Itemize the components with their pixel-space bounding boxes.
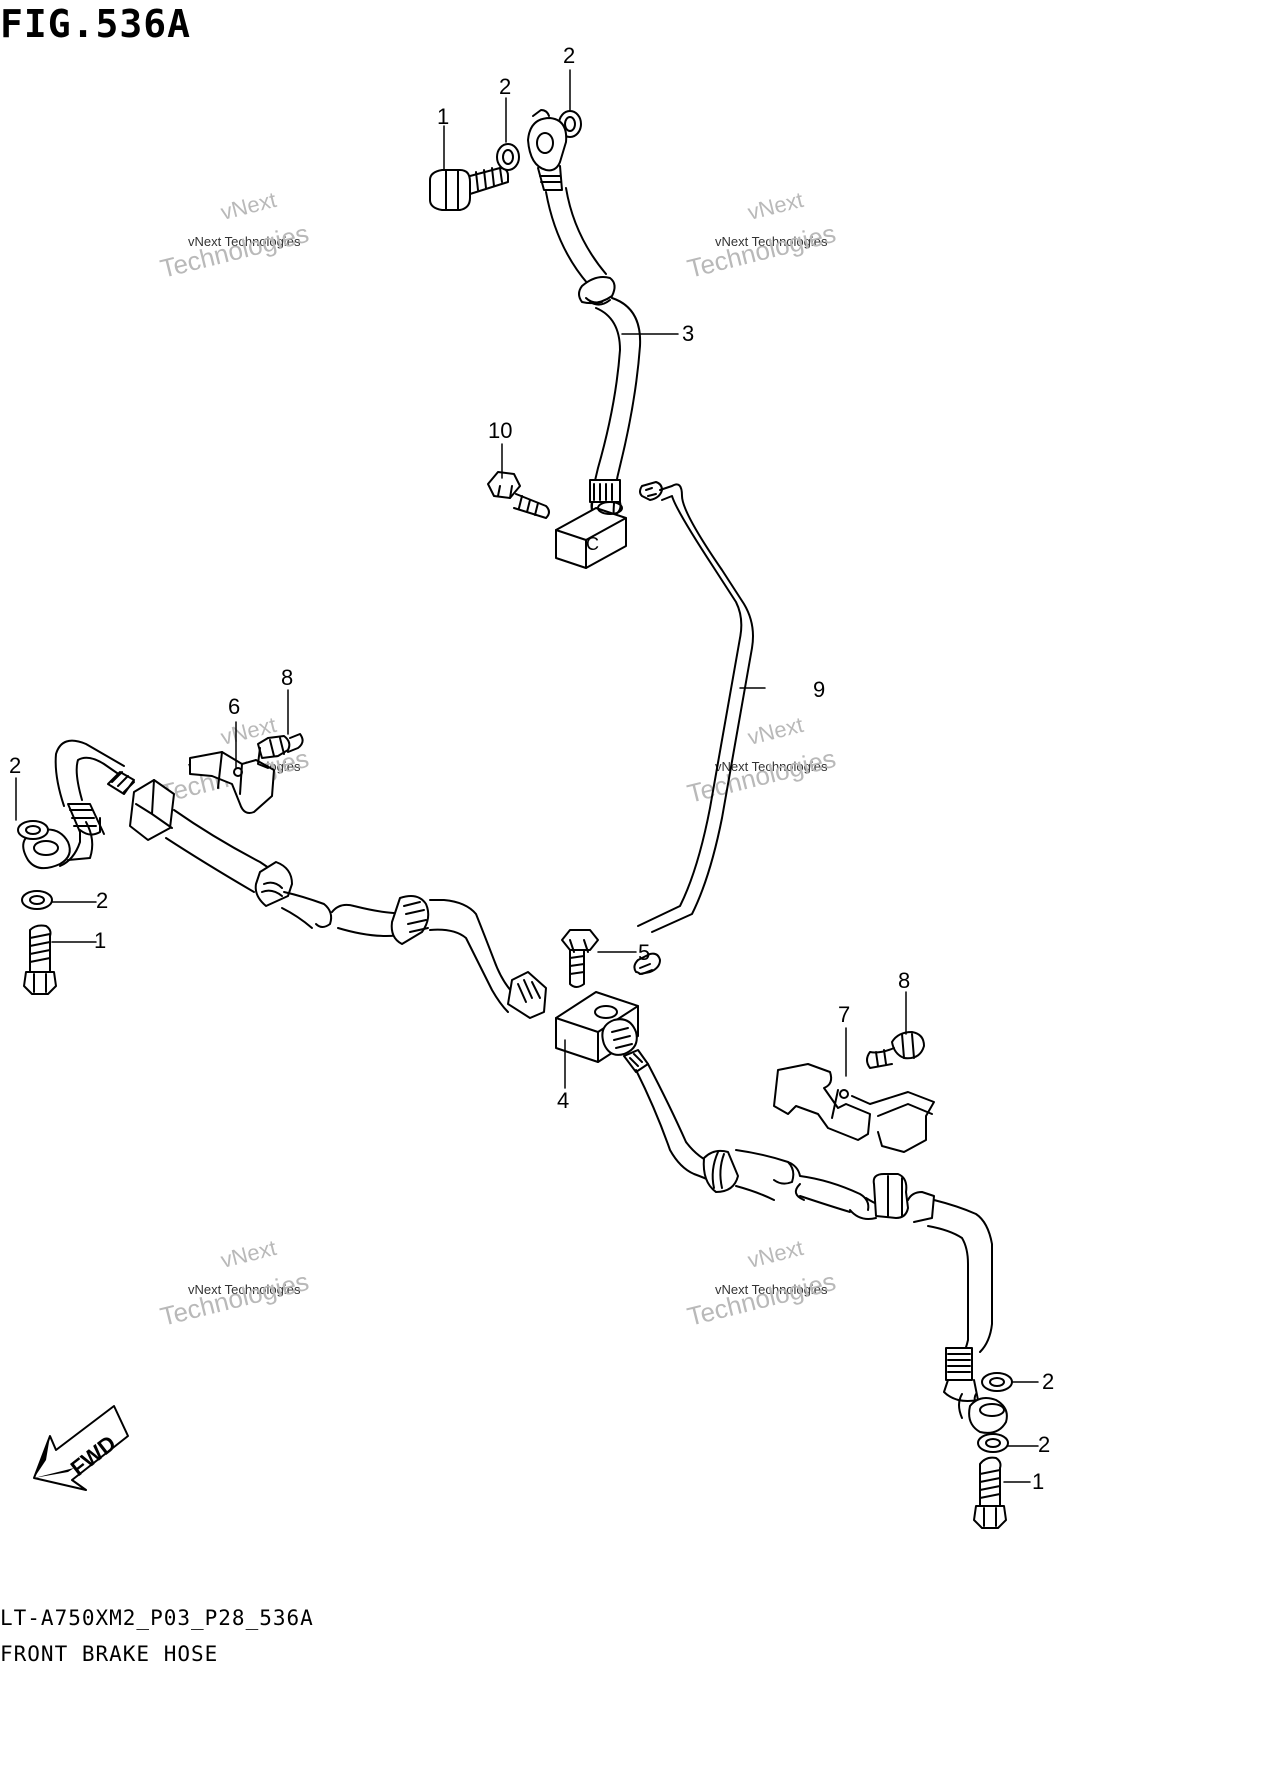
figure-title: FIG.536A bbox=[0, 2, 192, 46]
callout-numbers: 1 2 2 3 10 9 6 8 2 2 1 5 4 7 8 2 2 1 bbox=[9, 43, 1054, 1494]
bolt-10 bbox=[487, 471, 550, 519]
banjo-bolt-left bbox=[23, 924, 57, 995]
washer-right-upper bbox=[981, 1372, 1013, 1392]
svg-text:vNext Technologies: vNext Technologies bbox=[188, 1282, 301, 1297]
svg-text:vNext: vNext bbox=[218, 187, 279, 225]
callout-9: 9 bbox=[813, 677, 825, 702]
washer-left-upper bbox=[17, 820, 49, 840]
leader-lines bbox=[15, 69, 1039, 1483]
junction-block-top bbox=[555, 501, 627, 569]
callout-3: 3 bbox=[682, 321, 694, 346]
bolt-8-left bbox=[257, 733, 304, 769]
svg-text:vNext Technologies: vNext Technologies bbox=[188, 234, 301, 249]
junction-mark: C bbox=[586, 534, 599, 554]
svg-text:Technologies: Technologies bbox=[684, 743, 839, 809]
svg-text:vNext: vNext bbox=[745, 187, 806, 225]
svg-text:vNext: vNext bbox=[745, 712, 806, 750]
callout-2-right-b: 2 bbox=[1038, 1432, 1050, 1457]
svg-text:vNext Technologies: vNext Technologies bbox=[715, 1282, 828, 1297]
model-code: LT-A750XM2_P03_P28_536A bbox=[0, 1606, 314, 1630]
svg-text:vNext: vNext bbox=[218, 1235, 279, 1273]
callout-8-left: 8 bbox=[281, 665, 293, 690]
svg-text:Technologies: Technologies bbox=[157, 218, 312, 284]
brake-hose-3 bbox=[527, 109, 642, 531]
callout-5: 5 bbox=[638, 940, 650, 965]
bolt-5 bbox=[561, 929, 599, 988]
svg-text:vNext: vNext bbox=[745, 1235, 806, 1273]
watermark-top-left: vNext vNext Technologies Technologies bbox=[157, 187, 312, 284]
brake-hose-left bbox=[22, 739, 547, 1019]
callout-2-top-a: 2 bbox=[499, 74, 511, 99]
watermark-top-right: vNext vNext Technologies Technologies bbox=[684, 187, 839, 284]
callout-2-left-a: 2 bbox=[9, 753, 21, 778]
svg-text:Technologies: Technologies bbox=[684, 1266, 839, 1332]
washer-top-a bbox=[496, 143, 520, 171]
forward-arrow-icon: FWD bbox=[33, 1405, 129, 1491]
brake-pipe-9 bbox=[633, 481, 754, 975]
washer-left-lower bbox=[21, 890, 53, 910]
callout-2-top-b: 2 bbox=[563, 43, 575, 68]
callout-10: 10 bbox=[488, 418, 512, 443]
watermark-bottom-left: vNext vNext Technologies Technologies bbox=[157, 1235, 312, 1332]
bracket-7 bbox=[773, 1063, 935, 1153]
callout-6: 6 bbox=[228, 694, 240, 719]
svg-text:vNext Technologies: vNext Technologies bbox=[715, 234, 828, 249]
watermark-bottom-right: vNext vNext Technologies Technologies bbox=[684, 1235, 839, 1332]
brake-hose-right bbox=[601, 1018, 1008, 1434]
washer-right-lower bbox=[977, 1433, 1009, 1453]
svg-text:vNext Technologies: vNext Technologies bbox=[715, 759, 828, 774]
bolt-8-right bbox=[866, 1031, 925, 1069]
callout-7: 7 bbox=[838, 1002, 850, 1027]
callout-4: 4 bbox=[557, 1088, 569, 1113]
callout-1-top: 1 bbox=[437, 104, 449, 129]
callout-1-left: 1 bbox=[94, 928, 106, 953]
svg-text:Technologies: Technologies bbox=[684, 218, 839, 284]
callout-2-left-b: 2 bbox=[96, 888, 108, 913]
callout-2-right-a: 2 bbox=[1042, 1369, 1054, 1394]
bracket-6 bbox=[189, 751, 275, 814]
banjo-bolt-right bbox=[973, 1456, 1007, 1529]
svg-text:Technologies: Technologies bbox=[157, 1266, 312, 1332]
figure-caption: FRONT BRAKE HOSE bbox=[0, 1642, 219, 1666]
callout-8-right: 8 bbox=[898, 968, 910, 993]
banjo-bolt-top bbox=[429, 167, 509, 211]
watermark-mid-right: vNext vNext Technologies Technologies bbox=[684, 712, 839, 809]
callout-1-right: 1 bbox=[1032, 1469, 1044, 1494]
